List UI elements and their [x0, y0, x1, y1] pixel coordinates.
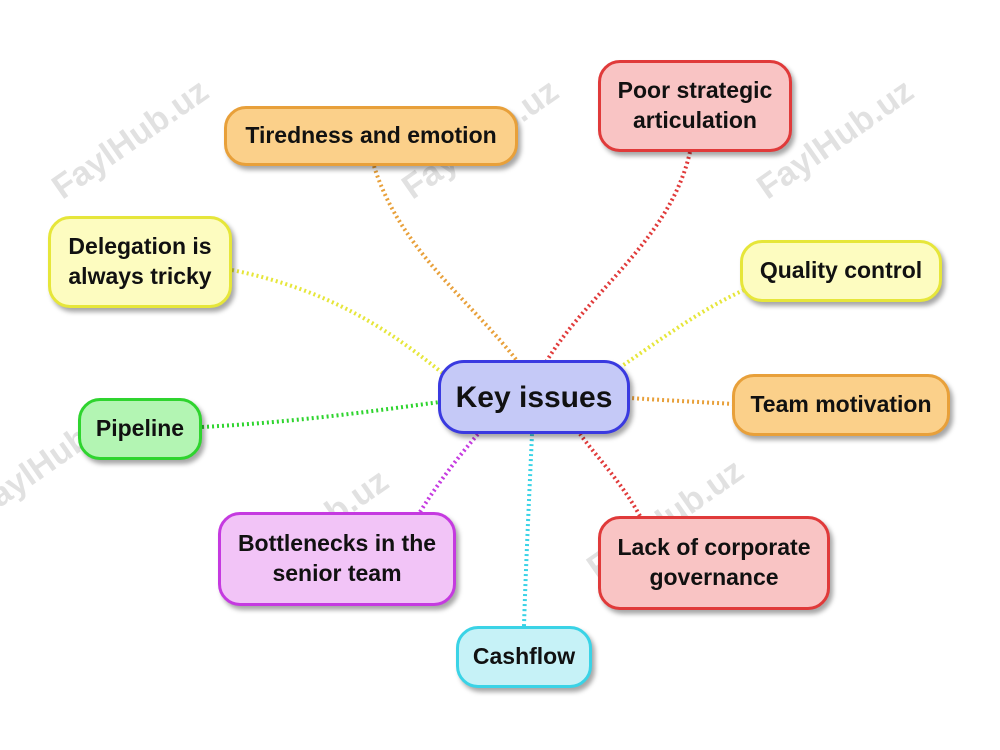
topic-label: Quality control: [759, 257, 923, 284]
connector-tiredness: [372, 165, 520, 364]
connector-pipeline: [201, 400, 441, 429]
topic-label: Lack of corporate governance: [617, 534, 811, 590]
topic-node-team-motivation[interactable]: Team motivation: [732, 374, 950, 436]
topic-label: Delegation is always tricky: [68, 233, 212, 289]
connector-cashflow: [522, 433, 534, 627]
topic-label: Pipeline: [95, 415, 185, 442]
topic-label: Team motivation: [750, 391, 932, 418]
topic-node-pipeline[interactable]: Pipeline: [78, 398, 202, 460]
topic-node-delegation-is-always-tricky[interactable]: Delegation is always tricky: [48, 216, 232, 308]
central-topic-node[interactable]: Key issues: [438, 360, 630, 434]
topic-node-poor-strategic-articulation[interactable]: Poor strategic articulation: [598, 60, 792, 152]
topic-node-bottlenecks-in-the-senior-team[interactable]: Bottlenecks in the senior team: [218, 512, 456, 606]
connector-poor-strategic: [544, 151, 692, 364]
topic-node-tiredness-and-emotion[interactable]: Tiredness and emotion: [224, 106, 518, 166]
topic-node-cashflow[interactable]: Cashflow: [456, 626, 592, 688]
topic-label: Tiredness and emotion: [245, 122, 497, 149]
connector-team-motivation: [629, 396, 735, 406]
connector-lack-governance: [578, 432, 642, 517]
topic-label: Bottlenecks in the senior team: [237, 530, 437, 586]
topic-node-quality-control[interactable]: Quality control: [740, 240, 942, 302]
topic-label: Poor strategic articulation: [617, 77, 773, 133]
central-topic-label: Key issues: [455, 380, 613, 414]
topic-node-lack-of-corporate-governance[interactable]: Lack of corporate governance: [598, 516, 830, 610]
connector-delegation: [231, 268, 448, 378]
connector-bottlenecks: [418, 432, 480, 514]
connector-quality-control: [620, 288, 745, 368]
topic-label: Cashflow: [472, 643, 576, 670]
